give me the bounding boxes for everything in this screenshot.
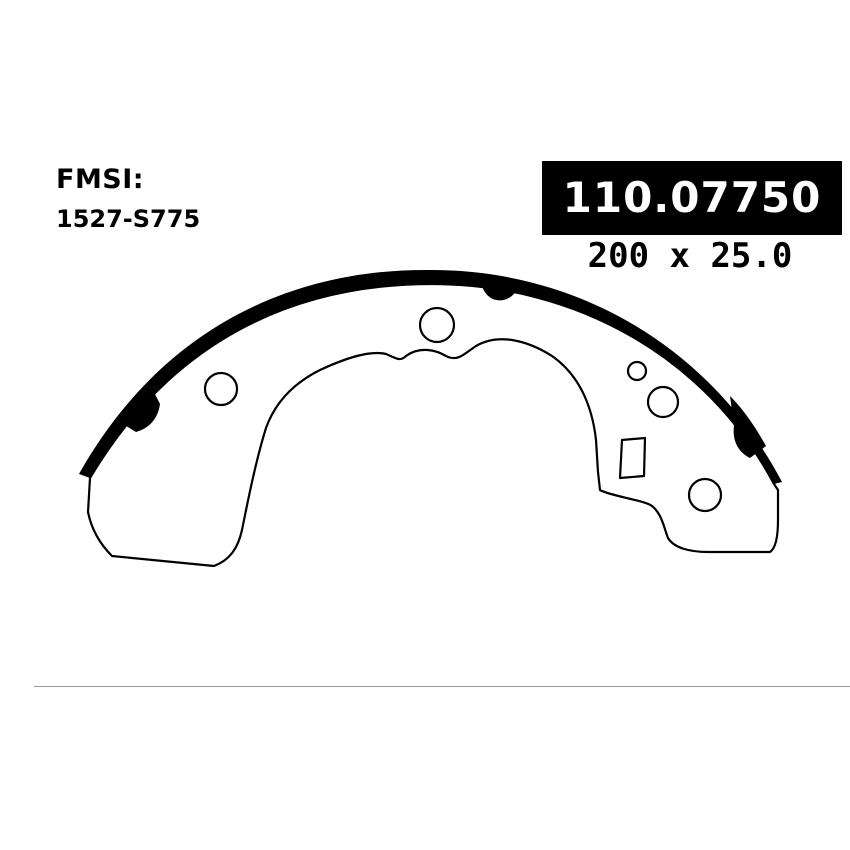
shoe-web-outline — [86, 282, 780, 568]
adjuster-hole — [687, 477, 723, 513]
lining-wear-mark-right — [730, 396, 766, 458]
fmsi-label: FMSI: — [56, 164, 145, 195]
brake-lining — [79, 269, 782, 484]
part-number-box — [542, 161, 842, 235]
small-hole — [626, 360, 648, 382]
pivot-hole-left — [203, 371, 239, 407]
hold-down-slot — [618, 436, 647, 480]
fmsi-number: 1527-S775 — [56, 205, 201, 233]
part-number: 110.07750 — [562, 173, 822, 222]
pivot-hole-top — [418, 306, 456, 344]
divider-line — [34, 686, 850, 687]
spring-hole — [646, 385, 680, 419]
shoe-dimensions: 200 x 25.0 — [587, 236, 793, 276]
